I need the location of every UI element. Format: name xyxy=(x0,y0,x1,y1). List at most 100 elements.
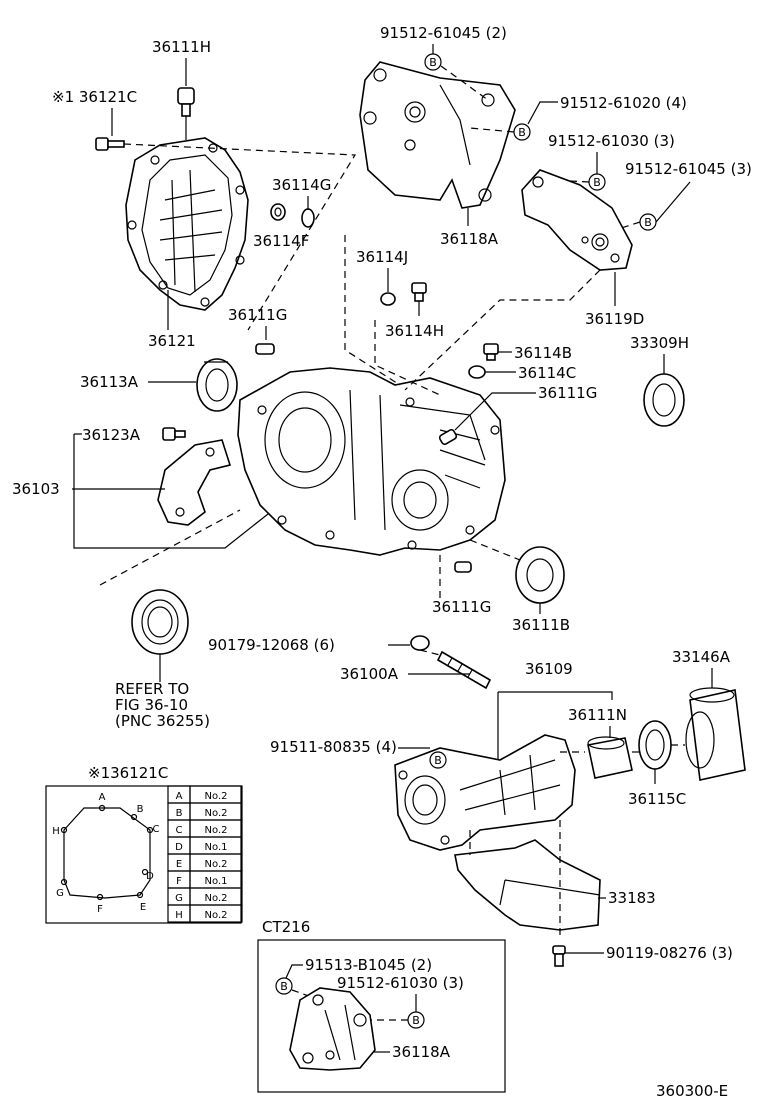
bolt-table-value: No.2 xyxy=(205,893,228,904)
bolt-table-value: No.2 xyxy=(205,808,228,819)
label-91512-61045-3: 91512-61045 (3) xyxy=(625,160,752,178)
bolt-table-pos: E xyxy=(176,859,182,870)
bolt-table-value: No.2 xyxy=(205,791,228,802)
label-36115C: 36115C xyxy=(628,790,686,808)
bolt-table-pos: F xyxy=(176,876,182,887)
label-36103: 36103 xyxy=(12,480,60,498)
plate-33183 xyxy=(454,839,601,931)
part-36114C xyxy=(468,365,486,379)
bolt-90119 xyxy=(552,945,566,967)
bracket-36118A xyxy=(359,61,516,209)
label-36121: 36121 xyxy=(148,332,196,350)
housing-36109 xyxy=(394,734,576,851)
bolt-hole xyxy=(141,868,149,876)
label-91511: 91511-80835 (4) xyxy=(270,738,397,756)
bolt-hole-letter: H xyxy=(52,826,60,837)
pin-36111G-right xyxy=(438,428,458,446)
bolt-pattern-title: ※136121C xyxy=(88,764,168,782)
refer-line-2: FIG 36-10 xyxy=(115,696,188,714)
part-36114J xyxy=(380,292,396,306)
label-33183: 33183 xyxy=(608,889,656,907)
seal-36115C xyxy=(638,720,672,770)
bolt-table-pos: B xyxy=(176,808,183,819)
stud-36100A xyxy=(436,650,492,690)
seal-36113A xyxy=(196,358,238,412)
label-36118A-ct216: 36118A xyxy=(392,1043,451,1061)
bolt-36121C xyxy=(95,137,357,331)
bracket-36103 xyxy=(157,439,232,526)
bolt-table-value: No.1 xyxy=(205,876,228,887)
label-33146A: 33146A xyxy=(672,648,731,666)
bolt-marker-5: B xyxy=(429,751,447,769)
label-36119D: 36119D xyxy=(585,310,644,328)
label-36118A: 36118A xyxy=(440,230,499,248)
label-36111H: 36111H xyxy=(152,38,211,56)
label-36111B: 36111B xyxy=(512,616,570,634)
label-36114H: 36114H xyxy=(385,322,444,340)
bolt-hole-letter: D xyxy=(146,871,154,882)
bearing-36255 xyxy=(131,589,189,655)
label-36114C: 36114C xyxy=(518,364,576,382)
bolt-hole xyxy=(146,826,154,834)
part-36114G xyxy=(301,208,315,228)
boot-33146A xyxy=(685,687,746,781)
label-36123A: 36123A xyxy=(82,426,141,444)
inset-title: CT216 xyxy=(262,918,310,936)
bolt-table-pos: G xyxy=(175,893,183,904)
bolt-36123A xyxy=(162,427,186,441)
cover-36121 xyxy=(125,137,249,311)
bolt-table-pos: C xyxy=(176,825,183,836)
part-36114B xyxy=(483,343,499,361)
label-36113A: 36113A xyxy=(80,373,139,391)
bolt-marker-2: B xyxy=(513,123,531,141)
bolt-hole xyxy=(60,826,68,834)
label-36100A-stud: 36100A xyxy=(340,665,399,683)
bolt-hole xyxy=(96,893,104,901)
label-91512-61030-3: 91512-61030 (3) xyxy=(548,132,675,150)
bolt-marker-3: B xyxy=(588,173,606,191)
label-91512-61020-4: 91512-61020 (4) xyxy=(560,94,687,112)
label-90179: 90179-12068 (6) xyxy=(208,636,335,654)
bolt-table-pos: A xyxy=(176,791,183,802)
bracket-36118A-ct216 xyxy=(289,987,376,1071)
svg-text:B: B xyxy=(644,216,652,229)
bolt-hole-letter: F xyxy=(97,904,103,915)
label-36111G-lower: 36111G xyxy=(432,598,491,616)
seal-36111B xyxy=(515,546,565,604)
pin-36111G-lower xyxy=(454,561,472,573)
label-90119: 90119-08276 (3) xyxy=(606,944,733,962)
label-36114J: 36114J xyxy=(356,248,408,266)
nut-90179 xyxy=(410,635,430,651)
label-36114B: 36114B xyxy=(514,344,572,362)
bolt-hole xyxy=(136,891,144,899)
bolt-hole xyxy=(98,804,106,812)
bolt-table-pos: H xyxy=(175,910,183,921)
inset-box xyxy=(257,939,506,1093)
bolt-hole xyxy=(130,813,138,821)
label-36114F: 36114F xyxy=(253,232,309,250)
bolt-hole-letter: G xyxy=(56,888,64,899)
part-36114F xyxy=(270,203,286,221)
bushing-36111N xyxy=(587,736,633,779)
bolt-marker-4: B xyxy=(639,213,657,231)
bolt-table-value: No.1 xyxy=(205,842,228,853)
svg-text:B: B xyxy=(280,980,288,993)
bolt-table-value: No.2 xyxy=(205,859,228,870)
part-36114H xyxy=(411,282,427,302)
bolt-marker-6: B xyxy=(275,977,293,995)
bolt-marker-7: B xyxy=(407,1011,425,1029)
svg-text:B: B xyxy=(518,126,526,139)
label-33309H: 33309H xyxy=(630,334,689,352)
svg-text:B: B xyxy=(593,176,601,189)
label-91512-61030-3b: 91512-61030 (3) xyxy=(337,974,464,992)
plug-36111H xyxy=(177,87,195,140)
label-36111G-upper: 36111G xyxy=(228,306,287,324)
bolt-hole-letter: A xyxy=(99,792,106,803)
label-36109: 36109 xyxy=(525,660,573,678)
svg-text:B: B xyxy=(429,56,437,69)
bolt-table-pos: D xyxy=(175,842,183,853)
label-36121C: ※1 36121C xyxy=(52,88,137,106)
